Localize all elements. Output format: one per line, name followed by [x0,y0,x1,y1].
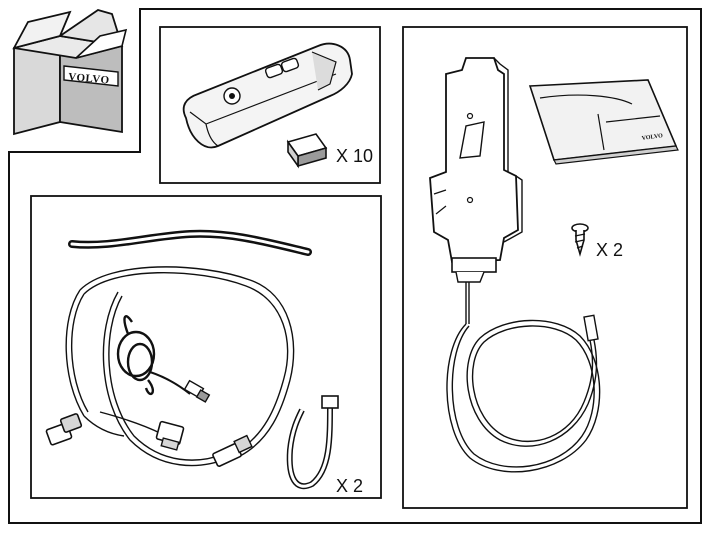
screw-quantity-label: X 2 [596,240,623,260]
phone-holder-icon [429,57,523,283]
screw-icon [571,223,589,257]
wiring-harness-icon [65,266,295,467]
remote-control-icon [182,42,353,149]
package-box-icon: VOLVO [12,9,128,136]
rubber-strip-icon [68,229,312,256]
box-brand-logo: VOLVO [68,71,110,87]
connector-plug-middle-icon [155,420,185,451]
panel-holder [402,26,688,509]
connector-plug-left-icon [45,413,83,446]
battery-icon [286,133,328,169]
outer-frame [8,8,702,524]
remote-quantity-label: X 10 [336,146,373,166]
connector-plug-right-icon [212,434,253,467]
manual-brand-logo: VOLVO [641,133,663,142]
holder-cable-icon [446,282,601,473]
panel-remote [159,26,381,184]
panel-harness [30,195,382,499]
manual-booklet-icon: VOLVO [528,79,679,165]
cable-tie-quantity-label: X 2 [336,476,363,496]
cable-tie-icon [286,395,339,489]
